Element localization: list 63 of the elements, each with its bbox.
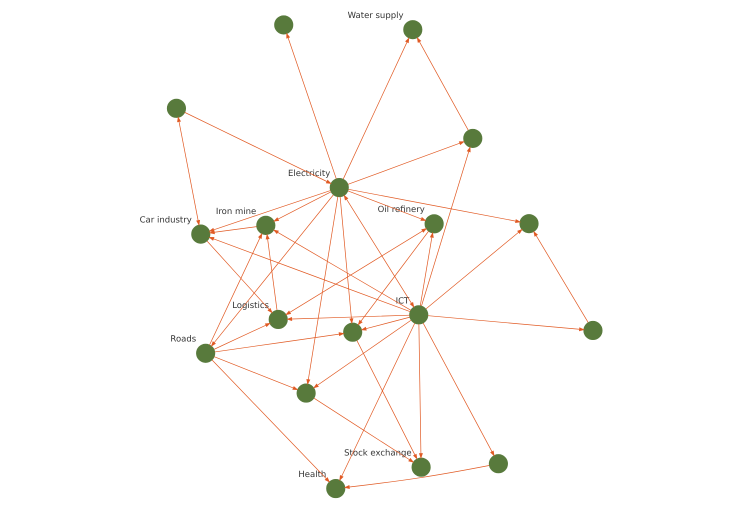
node-circle (196, 344, 215, 363)
node-circle (274, 15, 293, 34)
node-circle (342, 322, 362, 342)
arrow (420, 146, 470, 306)
node-label: Water supply (347, 11, 404, 22)
arrow (418, 324, 422, 459)
arrow (343, 194, 414, 308)
arrow (272, 230, 411, 311)
arrow (416, 36, 468, 131)
arrow (265, 234, 277, 310)
arrow (272, 192, 331, 222)
arrow (422, 322, 494, 456)
arrow (427, 315, 584, 332)
arrow (425, 228, 522, 310)
node-label: Iron mine (215, 206, 256, 217)
arrow (313, 398, 414, 463)
arrow (419, 232, 434, 306)
arrow (208, 233, 262, 346)
node-circle (411, 458, 430, 477)
arrow (347, 190, 426, 221)
arrow (356, 340, 417, 460)
arrow (347, 141, 464, 185)
node-label: Car industry (139, 216, 192, 226)
arrow (214, 332, 344, 352)
arrow (176, 116, 200, 226)
arrow (348, 188, 521, 223)
arrow (206, 240, 272, 314)
arrow (208, 190, 330, 232)
arrow (338, 322, 415, 482)
node-circle (488, 454, 508, 474)
arrow (213, 322, 270, 350)
node-circle (329, 178, 348, 198)
arrow (208, 236, 410, 312)
node-circle (326, 479, 345, 498)
arrow (284, 228, 427, 316)
node-circle (166, 98, 186, 118)
node-circle (268, 310, 288, 330)
arrow (286, 32, 336, 180)
node-circle (190, 224, 210, 244)
node-circle (462, 128, 482, 148)
arrow (211, 360, 330, 483)
node-circle (424, 214, 444, 234)
node-circle (408, 305, 428, 324)
arrow (357, 230, 428, 326)
arrow (286, 314, 410, 321)
node-label: ICT (395, 296, 409, 306)
node-circle (582, 320, 602, 340)
arrow (208, 226, 256, 234)
node-circle (296, 384, 316, 403)
arrow (306, 196, 338, 385)
arrow (184, 112, 332, 184)
node-label: Roads (170, 334, 196, 345)
arrow (532, 230, 588, 323)
arrow (343, 465, 489, 489)
arrow (339, 196, 353, 324)
node-circle (402, 20, 422, 40)
arrow (213, 356, 298, 390)
arrow (312, 320, 411, 388)
arrow (360, 316, 410, 331)
node-circle (518, 214, 538, 234)
arrow (342, 37, 409, 180)
node-circle (256, 216, 275, 235)
arrow (210, 194, 334, 347)
